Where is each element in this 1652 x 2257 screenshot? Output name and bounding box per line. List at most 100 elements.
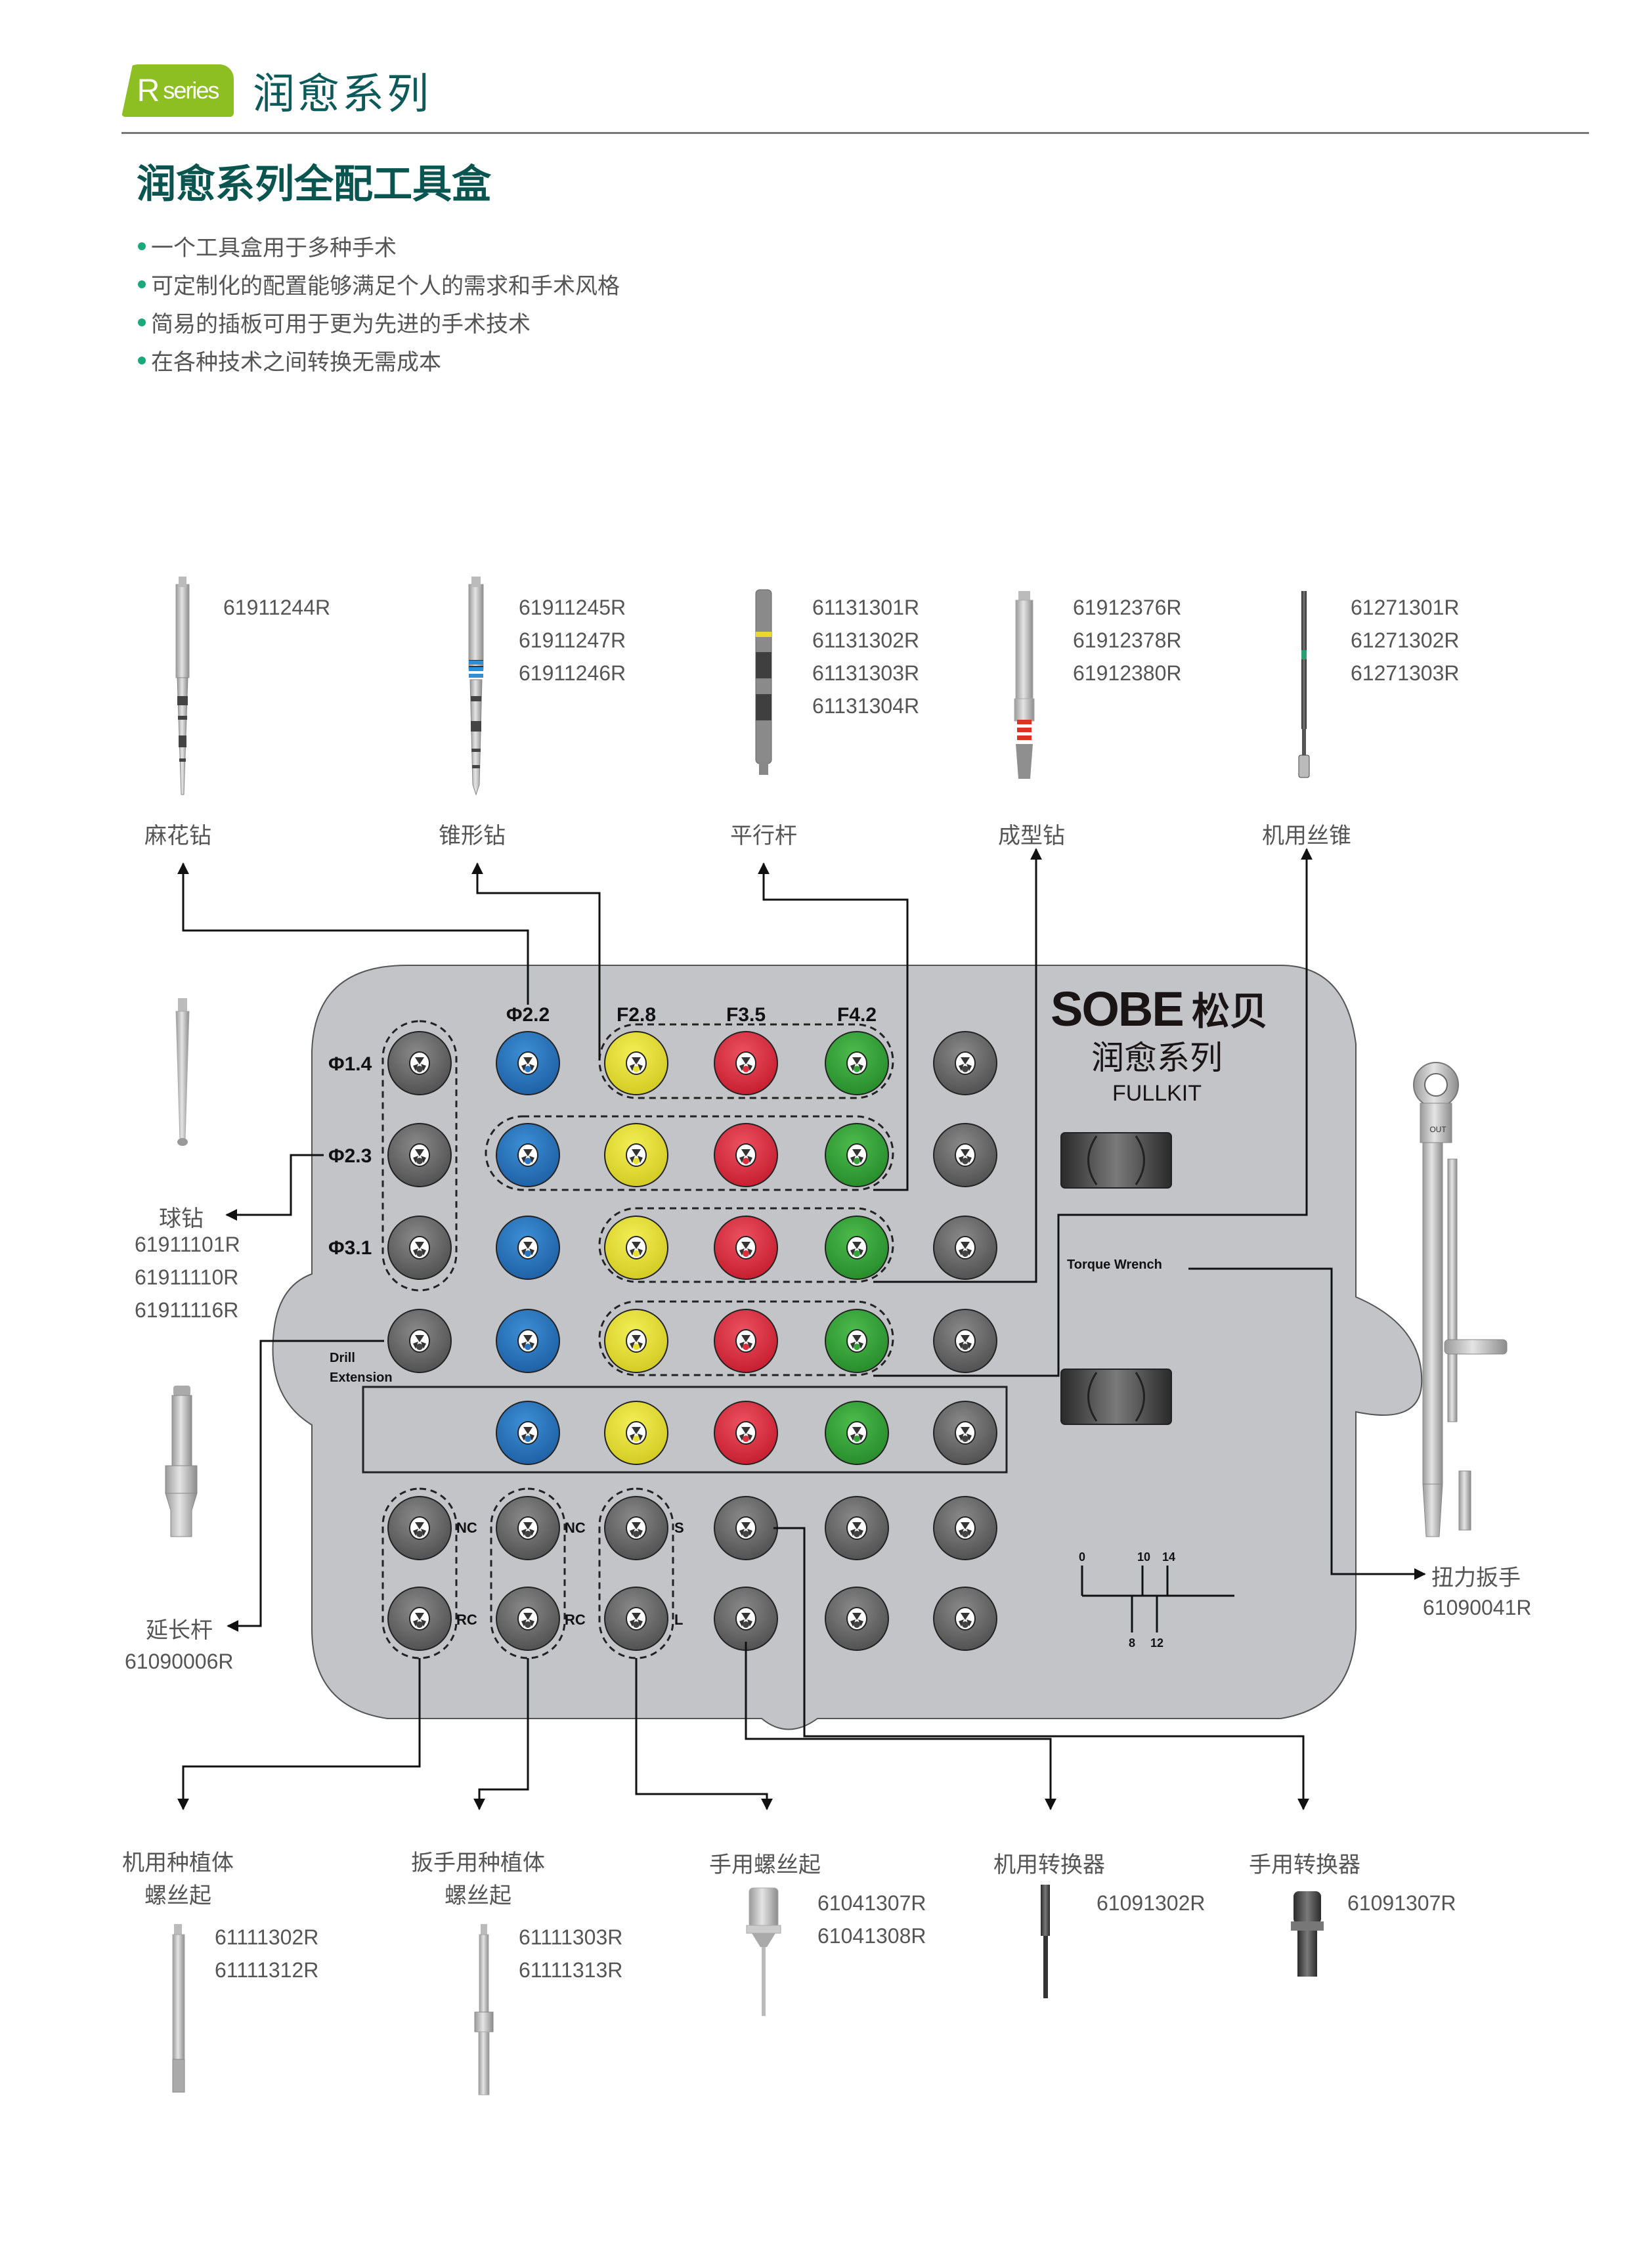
product-name-twist-drill: 麻花钻 xyxy=(144,823,211,849)
tapered-drill-icon xyxy=(468,577,484,796)
product-name-line: 扳手用种植体 xyxy=(411,1850,545,1876)
col-label-f42: F4.2 xyxy=(837,1004,877,1026)
tray-hole-red xyxy=(714,1031,778,1095)
product-name-machine-tap: 机用丝锥 xyxy=(1262,823,1351,849)
tray-hole-green xyxy=(825,1401,889,1465)
tray-hole-green xyxy=(825,1031,889,1095)
tray-hole-green xyxy=(825,1216,889,1280)
scale-tick: 8 xyxy=(1129,1636,1135,1650)
tray-hole-yellow xyxy=(604,1401,668,1465)
bullet-item: 可定制化的配置能够满足个人的需求和手术风格 xyxy=(138,268,620,300)
tray-hole-gray xyxy=(933,1309,997,1373)
tray-hole-gray xyxy=(604,1587,668,1651)
tray-hole-gray xyxy=(933,1587,997,1651)
bullet-item: 一个工具盒用于多种手术 xyxy=(138,230,397,262)
product-code: 61911116R xyxy=(135,1298,239,1322)
connector-ball-drill xyxy=(225,1154,324,1221)
tray-hole-yellow xyxy=(604,1031,668,1095)
tray-series: 润愈系列 xyxy=(1091,1040,1223,1076)
depth-scale-labels: 0 10 14 8 12 xyxy=(1079,1550,1175,1650)
tray-hole-gray xyxy=(496,1496,560,1560)
tray-group-outlines xyxy=(381,1020,894,1659)
tray-hole-red xyxy=(714,1401,778,1465)
connector-tapered-drill xyxy=(471,862,601,1061)
product-code: 61912376R xyxy=(1073,596,1182,619)
product-name-wrench-implant-driver: 扳手用种植体 螺丝起 xyxy=(411,1847,545,1912)
driver-label: NC xyxy=(565,1520,586,1536)
machine-implant-driver-icon xyxy=(172,1924,185,2093)
bullet-text: 可定制化的配置能够满足个人的需求和手术风格 xyxy=(151,273,620,299)
driver-label: L xyxy=(674,1611,683,1628)
group-outline-driver1 xyxy=(381,1487,458,1659)
ball-drill-icon xyxy=(175,998,190,1146)
scale-tick: 14 xyxy=(1162,1550,1175,1564)
row-label-phi23: Φ2.3 xyxy=(328,1145,372,1167)
parallel-pin-icon xyxy=(755,589,772,775)
connector-lines xyxy=(177,848,1426,1810)
product-code: 61091307R xyxy=(1347,1891,1456,1915)
group-outline-pilot xyxy=(381,1020,458,1292)
connector-parallel-pin xyxy=(758,862,909,1191)
product-codes-machine-adapter: 61091302R xyxy=(1097,1887,1205,1919)
tray-hole-gray xyxy=(604,1496,668,1560)
row-label-phi31: Φ3.1 xyxy=(328,1237,372,1259)
product-codes-twist-drill: 61911244R xyxy=(223,591,330,624)
driver-label: RC xyxy=(565,1611,586,1628)
hand-adapter-icon xyxy=(1291,1891,1324,1977)
connector-hand-screwdriver xyxy=(635,1658,773,1810)
tray-hole-blue xyxy=(496,1216,560,1280)
torque-wrench-label: Torque Wrench xyxy=(1067,1258,1162,1272)
tray-brand-cn: 松贝 xyxy=(1192,990,1268,1033)
tray-brand: SOBE xyxy=(1051,982,1183,1036)
torque-wrench-icon: OUT xyxy=(1413,1062,1508,1537)
driver-label: NC xyxy=(456,1520,477,1536)
product-code: 61912380R xyxy=(1073,661,1182,685)
bullet-dot-icon xyxy=(138,280,146,288)
bullet-dot-icon xyxy=(138,318,146,326)
product-code: 61271301R xyxy=(1351,596,1460,619)
product-code: 61131302R xyxy=(812,628,920,652)
connector-profile-drill xyxy=(873,848,1042,1283)
tray-hole-gray xyxy=(387,1309,452,1373)
tray-hole-gray xyxy=(825,1496,889,1560)
product-name-parallel-pin: 平行杆 xyxy=(730,823,797,849)
connector-twist-drill xyxy=(177,862,529,1005)
drill-extension-label-1: Drill xyxy=(330,1351,355,1365)
col-label-f35: F3.5 xyxy=(726,1004,766,1026)
tray-hole-gray xyxy=(714,1496,778,1560)
tray-hole-red xyxy=(714,1216,778,1280)
product-code: 61131301R xyxy=(812,596,920,619)
tray-hole-green xyxy=(825,1309,889,1373)
header-divider xyxy=(121,132,1589,134)
bullet-text: 简易的插板可用于更为先进的手术技术 xyxy=(151,311,531,338)
connector-torque-wrench xyxy=(1188,1267,1426,1580)
product-code: 61091302R xyxy=(1097,1891,1206,1915)
page-title: 润愈系列全配工具盒 xyxy=(137,162,491,208)
product-code: 61911244R xyxy=(223,596,331,619)
connector-hand-adapter xyxy=(773,1527,1309,1810)
tray-hole-yellow xyxy=(604,1309,668,1373)
tray-hole-gray xyxy=(933,1401,997,1465)
product-code: 61090041R xyxy=(1423,1596,1532,1619)
product-name-extension-rod: 延长杆 xyxy=(146,1617,213,1644)
bullet-text: 一个工具盒用于多种手术 xyxy=(151,235,397,261)
product-code: 61111303R xyxy=(519,1925,623,1949)
bullet-item: 在各种技术之间转换无需成本 xyxy=(138,344,441,376)
bullet-text: 在各种技术之间转换无需成本 xyxy=(151,349,441,376)
tray-labels: Φ2.2 F2.8 F3.5 F4.2 Φ1.4 Φ2.3 Φ3.1 Drill… xyxy=(328,1004,1162,1628)
driver-label: S xyxy=(674,1520,684,1536)
col-label-f28: F2.8 xyxy=(617,1004,656,1026)
product-code: 61271302R xyxy=(1351,628,1460,652)
product-code: 61090006R xyxy=(125,1650,234,1673)
product-name-line: 螺丝起 xyxy=(445,1883,511,1909)
twist-drill-icon xyxy=(175,577,190,795)
tray-hole-yellow xyxy=(604,1123,668,1187)
product-code: 61911247R xyxy=(519,628,626,652)
product-code: 61271303R xyxy=(1351,661,1460,685)
product-codes-parallel-pin: 61131301R 61131302R 61131303R 61131304R xyxy=(812,591,919,722)
product-codes-hand-adapter: 61091307R xyxy=(1347,1887,1456,1919)
group-outline-driver2 xyxy=(490,1487,566,1659)
tray-hole-gray xyxy=(933,1216,997,1280)
bullet-item: 简易的插板可用于更为先进的手术技术 xyxy=(138,306,531,338)
